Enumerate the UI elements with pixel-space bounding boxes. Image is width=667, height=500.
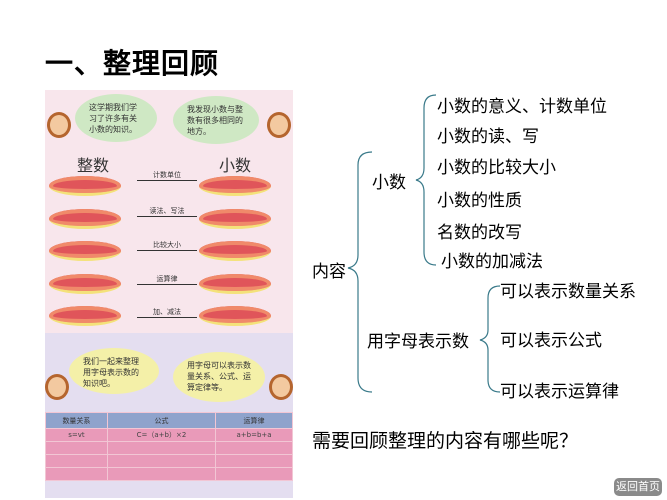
arrow-label: 运算律	[137, 274, 197, 285]
boy-avatar	[269, 374, 293, 400]
arrow-label: 加、减法	[137, 307, 197, 318]
table-header: 数量关系	[45, 412, 108, 429]
return-home-button[interactable]: 返回首页	[614, 478, 662, 496]
lantern	[199, 274, 271, 294]
arrow-label: 计数单位	[137, 170, 197, 181]
lantern	[49, 241, 121, 261]
textbook-illustration: 这学期我们学习了许多有关小数的知识。 我发现小数与整数有很多相同的地方。 整数 …	[45, 90, 293, 498]
speech-bubble: 用字母可以表示数量关系、公式、运算定律等。	[173, 352, 265, 402]
integer-heading: 整数	[77, 156, 110, 175]
tree-item: 小数的意义、计数单位	[437, 97, 607, 117]
tree-item: 小数的读、写	[437, 127, 539, 147]
tree-item: 小数的比较大小	[437, 158, 556, 178]
table-header: 公式	[106, 412, 217, 429]
table-cell: C=（a+b）×2	[106, 428, 217, 442]
root-label: 内容	[312, 262, 346, 282]
arrow-label: 比较大小	[137, 240, 197, 251]
speech-bubble: 这学期我们学习了许多有关小数的知识。	[75, 94, 157, 142]
branch-label-decimal: 小数	[372, 173, 406, 193]
lantern	[49, 306, 121, 326]
table-header: 运算律	[215, 412, 293, 429]
lantern	[199, 241, 271, 261]
girl-avatar	[47, 112, 71, 138]
lantern	[199, 176, 271, 196]
tree-item: 可以表示公式	[500, 331, 602, 351]
branch-label-letters: 用字母表示数	[367, 332, 469, 352]
letter-brace	[479, 285, 501, 393]
tree-item: 可以表示运算律	[500, 382, 619, 402]
lantern	[49, 209, 121, 229]
arrow-label: 读法、写法	[137, 206, 197, 217]
tree-item: 小数的性质	[437, 191, 522, 211]
tree-item: 小数的加减法	[441, 252, 543, 272]
lantern	[49, 274, 121, 294]
question-text: 需要回顾整理的内容有哪些呢？	[312, 430, 579, 452]
speech-bubble: 我们一起来整理用字母表示数的知识吧。	[69, 348, 159, 394]
tree-item: 名数的改写	[437, 223, 522, 243]
lantern	[49, 176, 121, 196]
girl-avatar	[45, 374, 69, 400]
lantern	[199, 209, 271, 229]
boy-avatar	[267, 112, 291, 138]
lantern	[199, 306, 271, 326]
table-cell: a+b=b+a	[215, 428, 293, 442]
decimal-heading: 小数	[219, 156, 252, 175]
root-brace	[347, 151, 373, 393]
decimal-brace	[415, 94, 437, 266]
page-title: 一、整理回顾	[45, 47, 220, 80]
tree-item: 可以表示数量关系	[500, 282, 636, 302]
speech-bubble: 我发现小数与整数有很多相同的地方。	[173, 96, 259, 144]
